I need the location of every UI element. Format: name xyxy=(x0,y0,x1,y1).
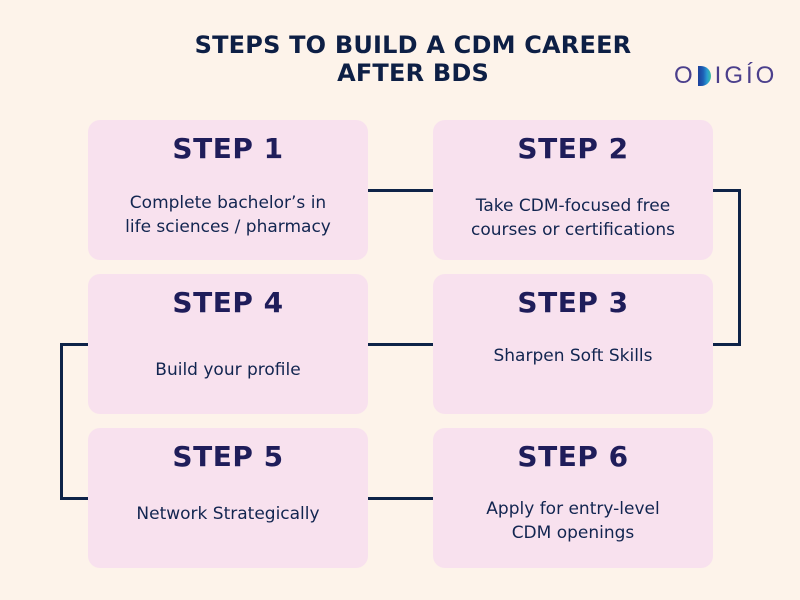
logo-d-mark-icon xyxy=(697,66,711,86)
step-description-line: CDM openings xyxy=(511,523,635,543)
step-heading: STEP 4 xyxy=(172,286,284,319)
step-card-6: STEP 6 Apply for entry-level CDM opening… xyxy=(433,428,713,568)
step-heading: STEP 2 xyxy=(517,132,629,165)
step-card-3: STEP 3 Sharpen Soft Skills xyxy=(433,274,713,414)
connector-4-5-top xyxy=(60,343,88,346)
step-description: Apply for entry-level CDM openings xyxy=(443,497,703,545)
step-card-4: STEP 4 Build your profile xyxy=(88,274,368,414)
connector-1-2 xyxy=(368,189,433,192)
step-description-line: Take CDM-focused free xyxy=(475,196,671,216)
step-description: Take CDM-focused free courses or certifi… xyxy=(443,194,703,242)
page-title: STEPS TO BUILD A CDM CAREER AFTER BDS xyxy=(0,31,800,87)
connector-2-3-vertical xyxy=(738,189,741,346)
connector-4-5-bottom xyxy=(60,497,88,500)
connector-4-5-vertical xyxy=(60,343,63,500)
title-line-1: STEPS TO BUILD A CDM CAREER xyxy=(194,31,632,59)
logo-text-end: IGÍO xyxy=(714,62,778,89)
step-description: Sharpen Soft Skills xyxy=(493,346,653,366)
step-description-line: life sciences / pharmacy xyxy=(125,217,331,237)
step-card-2: STEP 2 Take CDM-focused free courses or … xyxy=(433,120,713,260)
title-line-2: AFTER BDS xyxy=(337,59,489,87)
connector-3-4 xyxy=(368,343,433,346)
step-description: Build your profile xyxy=(155,360,301,380)
step-card-5: STEP 5 Network Strategically xyxy=(88,428,368,568)
connector-5-6 xyxy=(368,497,433,500)
step-card-1: STEP 1 Complete bachelor’s in life scien… xyxy=(88,120,368,260)
step-heading: STEP 3 xyxy=(517,286,629,319)
step-description: Complete bachelor’s in life sciences / p… xyxy=(98,191,358,239)
step-heading: STEP 1 xyxy=(172,132,284,165)
odigio-logo: O IGÍO xyxy=(674,62,777,90)
step-description-line: Apply for entry-level xyxy=(486,499,660,519)
step-description-line: courses or certifications xyxy=(471,220,675,240)
logo-text-start: O xyxy=(674,62,696,89)
step-description-line: Complete bachelor’s in xyxy=(129,193,327,213)
connector-2-3-bottom xyxy=(712,343,741,346)
step-description: Network Strategically xyxy=(136,504,320,524)
step-heading: STEP 5 xyxy=(172,440,284,473)
connector-2-3-top xyxy=(712,189,741,192)
step-heading: STEP 6 xyxy=(517,440,629,473)
